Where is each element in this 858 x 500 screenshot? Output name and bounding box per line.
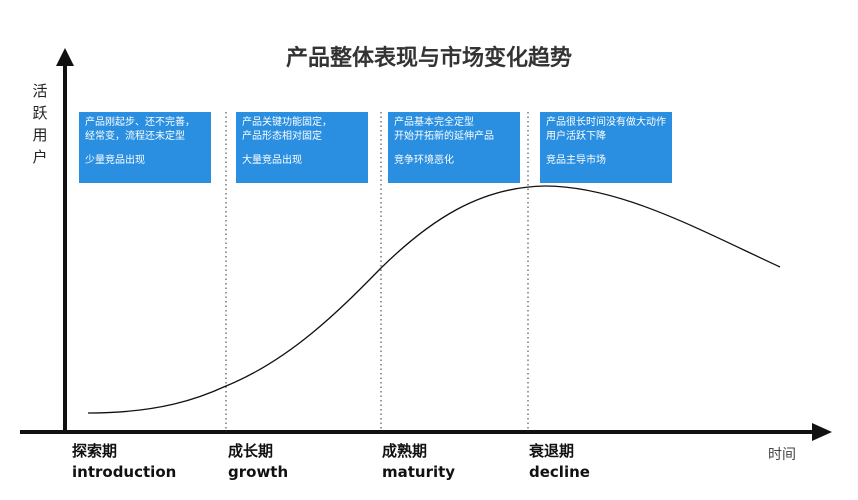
stage-cn: 探索期 [72,442,118,460]
stage-box-growth: 产品关键功能固定， 产品形态相对固定 大量竞品出现 [236,112,368,183]
box-line: 产品关键功能固定， [242,117,332,128]
box-line: 开始开拓新的延伸产品 [394,131,494,142]
stage-cn: 成熟期 [382,442,428,460]
stage-label-maturity: 成熟期 maturity [382,441,455,483]
box-line: 经常变，流程还未定型 [85,131,185,142]
box-line: 产品形态相对固定 [242,131,322,142]
box-note: 竞品主导市场 [546,155,606,166]
stage-en: growth [228,463,289,481]
stage-label-growth: 成长期 growth [228,441,288,483]
stage-label-decline: 衰退期 decline [529,441,590,483]
x-axis-arrow [812,423,832,441]
box-line: 产品很长时间没有做大动作 [546,117,666,128]
box-line: 产品基本完全定型 [394,117,474,128]
x-axis-label: 时间 [768,447,796,463]
stage-en: introduction [72,463,177,481]
y-axis-label: 活跃用户 [32,82,48,166]
box-note: 竞争环境恶化 [394,155,454,166]
box-line: 产品刚起步、还不完善， [85,117,195,128]
stage-label-introduction: 探索期 introduction [72,441,176,483]
stage-cn: 成长期 [228,442,274,460]
chart-title: 产品整体表现与市场变化趋势 [285,46,572,71]
box-note: 大量竞品出现 [242,155,302,166]
stage-box-decline: 产品很长时间没有做大动作 用户活跃下降 竞品主导市场 [540,112,672,183]
box-note: 少量竞品出现 [85,155,145,166]
stage-en: decline [529,463,590,481]
stage-box-introduction: 产品刚起步、还不完善， 经常变，流程还未定型 少量竞品出现 [79,112,211,183]
lifecycle-curve [87,185,781,414]
y-axis-arrow [56,48,74,66]
stage-en: maturity [382,463,456,481]
stage-cn: 衰退期 [529,442,575,460]
box-line: 用户活跃下降 [546,131,606,142]
stage-box-maturity: 产品基本完全定型 开始开拓新的延伸产品 竞争环境恶化 [388,112,520,183]
